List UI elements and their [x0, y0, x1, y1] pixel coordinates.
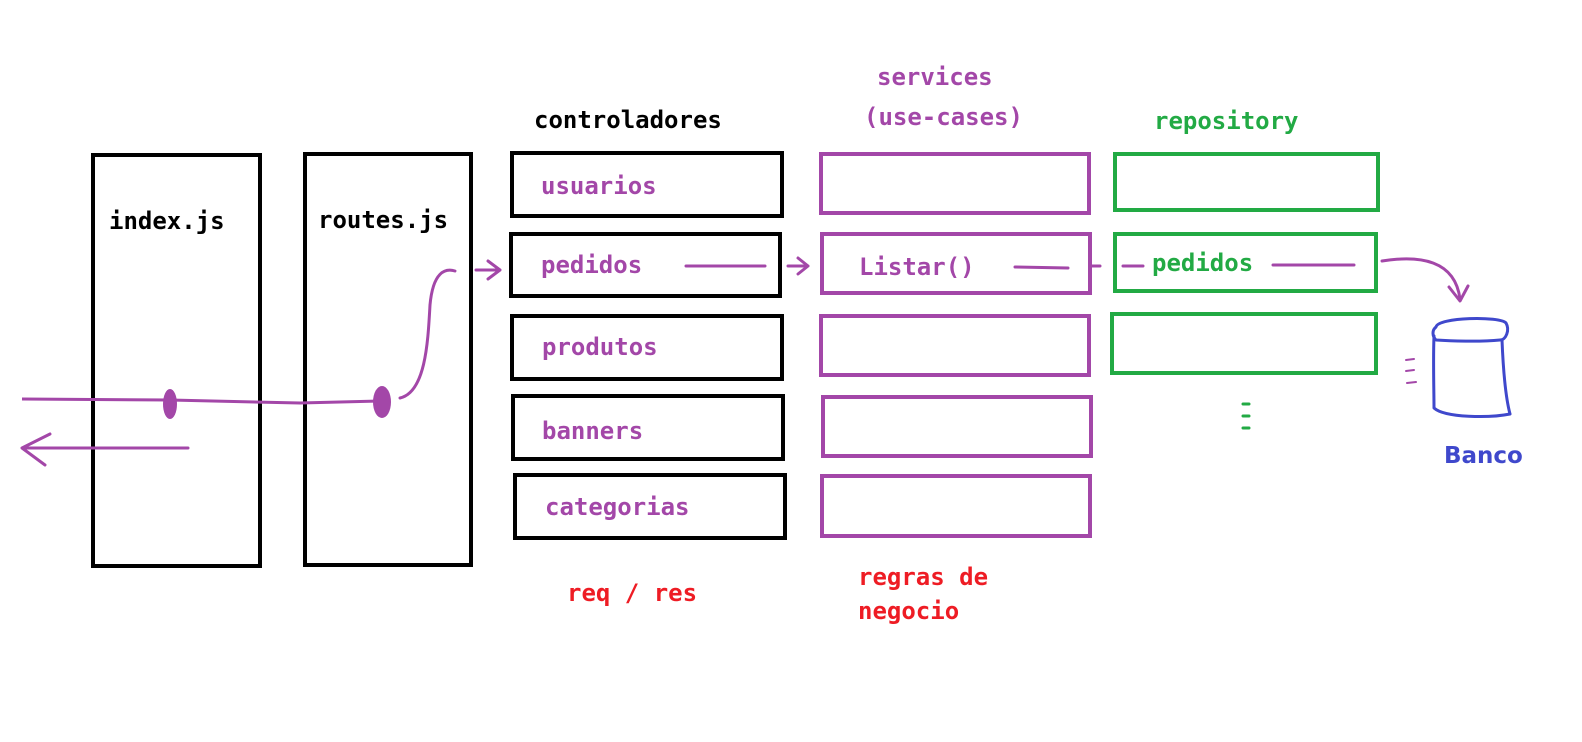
repository-ellipsis — [1241, 402, 1251, 430]
service-box-2 — [820, 232, 1092, 295]
services-note-line2: negocio — [858, 597, 960, 625]
controllers-title: controladores — [534, 106, 722, 134]
response-arrow — [20, 432, 190, 467]
repository-box-1 — [1113, 152, 1380, 212]
routes-node-dot — [373, 386, 391, 418]
routes-to-controller-arrow — [474, 259, 502, 281]
service-box-5 — [820, 474, 1092, 538]
repository-to-database-curve — [1380, 257, 1462, 301]
routes-js-box — [303, 152, 473, 567]
service-box-1 — [819, 152, 1091, 215]
controller-label-categorias: categorias — [545, 493, 690, 521]
controller-label-produtos: produtos — [542, 333, 658, 361]
index-js-label: index.js — [109, 207, 225, 235]
controller-label-pedidos: pedidos — [541, 251, 643, 279]
controller-box-pedidos — [509, 232, 782, 298]
services-title-line2: (use-cases) — [864, 103, 1023, 131]
repository-box-3 — [1110, 312, 1378, 375]
service-box-4 — [821, 395, 1093, 458]
routes-to-controller-curve — [398, 268, 457, 400]
controller-box-banners — [511, 394, 785, 461]
database-cylinder-icon — [1431, 317, 1512, 418]
services-note-line1: regras de — [858, 563, 989, 591]
database-arrowhead — [1447, 284, 1470, 303]
request-line — [21, 397, 381, 405]
controller-to-service-arrow — [786, 256, 810, 276]
database-label: Banco — [1444, 443, 1523, 469]
index-js-box — [91, 153, 262, 568]
service-to-repository-line — [1013, 264, 1145, 270]
controller-label-banners: banners — [542, 417, 644, 445]
controller-label-usuarios: usuarios — [541, 172, 657, 200]
database-side-marks — [1405, 358, 1417, 384]
index-node-dot — [163, 389, 177, 419]
repository-title: repository — [1154, 107, 1299, 135]
repository-box-2 — [1113, 232, 1378, 293]
controllers-note: req / res — [567, 579, 698, 607]
routes-js-label: routes.js — [318, 206, 449, 234]
controller-box-categorias — [513, 473, 787, 540]
services-title-line1: services — [877, 63, 993, 91]
repository-item-label: pedidos — [1152, 249, 1254, 277]
service-box-3 — [819, 314, 1091, 377]
controller-box-produtos — [510, 314, 784, 381]
service-method-label: Listar() — [859, 253, 975, 281]
controller-box-usuarios — [510, 151, 784, 218]
